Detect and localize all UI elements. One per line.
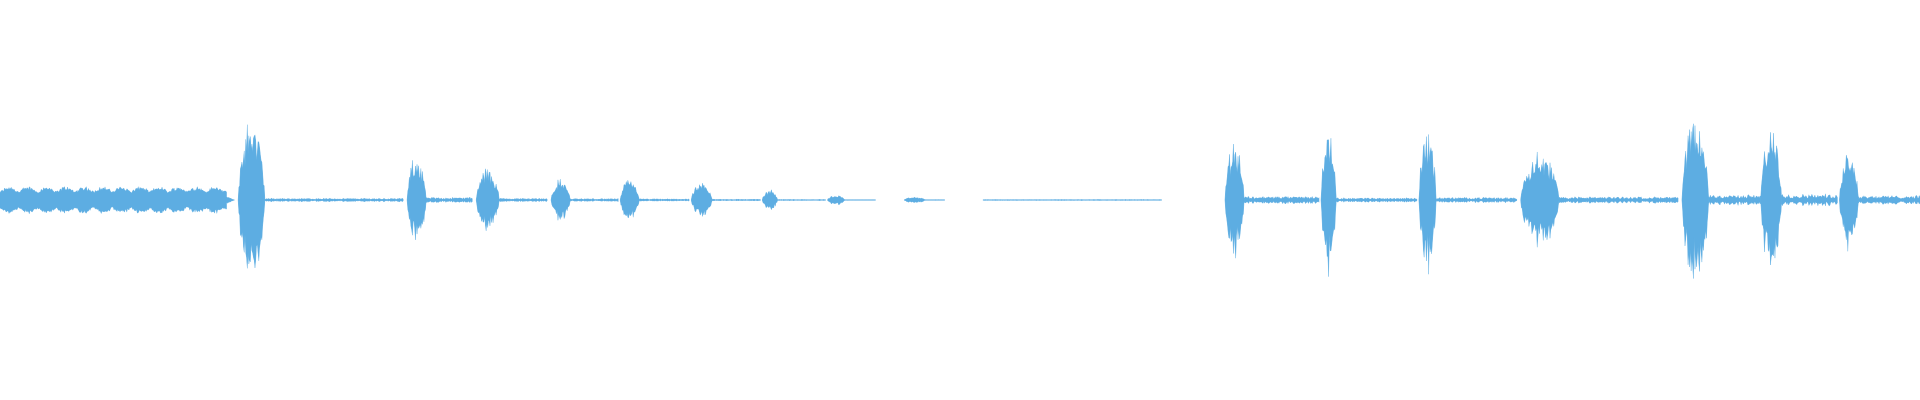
waveform-segment-hiss <box>925 199 945 201</box>
waveform-segment-burst <box>550 179 571 221</box>
waveform-segment-hiss <box>844 199 876 201</box>
waveform-series <box>0 123 1920 279</box>
waveform-segment-hiss <box>1435 196 1517 204</box>
waveform-segment-burst <box>406 160 427 240</box>
waveform-segment-burst <box>904 196 926 203</box>
waveform-segment-burst <box>1418 134 1437 275</box>
waveform-segment-noise <box>0 186 227 215</box>
waveform-segment-burst <box>827 195 845 206</box>
waveform-segment-burst <box>1760 132 1782 266</box>
waveform-segment-burst <box>619 180 640 219</box>
waveform-segment-hiss <box>570 198 619 202</box>
waveform-segment-burst <box>237 124 266 269</box>
waveform-segment-fade <box>226 196 235 204</box>
waveform-segment-hiss <box>1558 196 1679 204</box>
waveform-segment-burst <box>1839 154 1859 252</box>
waveform-segment-burst <box>1224 144 1245 259</box>
waveform-segment-hiss <box>1243 195 1320 205</box>
waveform-segment-hiss <box>712 198 761 202</box>
waveform-segment-hiss <box>426 196 473 204</box>
waveform-segment-hiss <box>1781 193 1838 207</box>
waveform-segment-hiss <box>639 198 690 202</box>
waveform-segment-burst <box>1681 123 1709 279</box>
waveform-segment-hiss <box>1708 194 1761 207</box>
waveform-segment-burst <box>762 189 778 211</box>
waveform-segment-burst <box>1520 151 1560 248</box>
waveform-segment-burst <box>475 168 500 231</box>
waveform-segment-hiss <box>499 197 548 202</box>
waveform-segment-hiss <box>982 199 1162 201</box>
waveform-segment-hiss <box>264 197 404 203</box>
waveform-segment-burst <box>1320 138 1337 277</box>
waveform-segment-hiss <box>1858 194 1920 205</box>
waveform-segment-hiss <box>777 199 826 201</box>
waveform-segment-hiss <box>1336 197 1418 203</box>
waveform-segment-burst <box>691 183 713 217</box>
